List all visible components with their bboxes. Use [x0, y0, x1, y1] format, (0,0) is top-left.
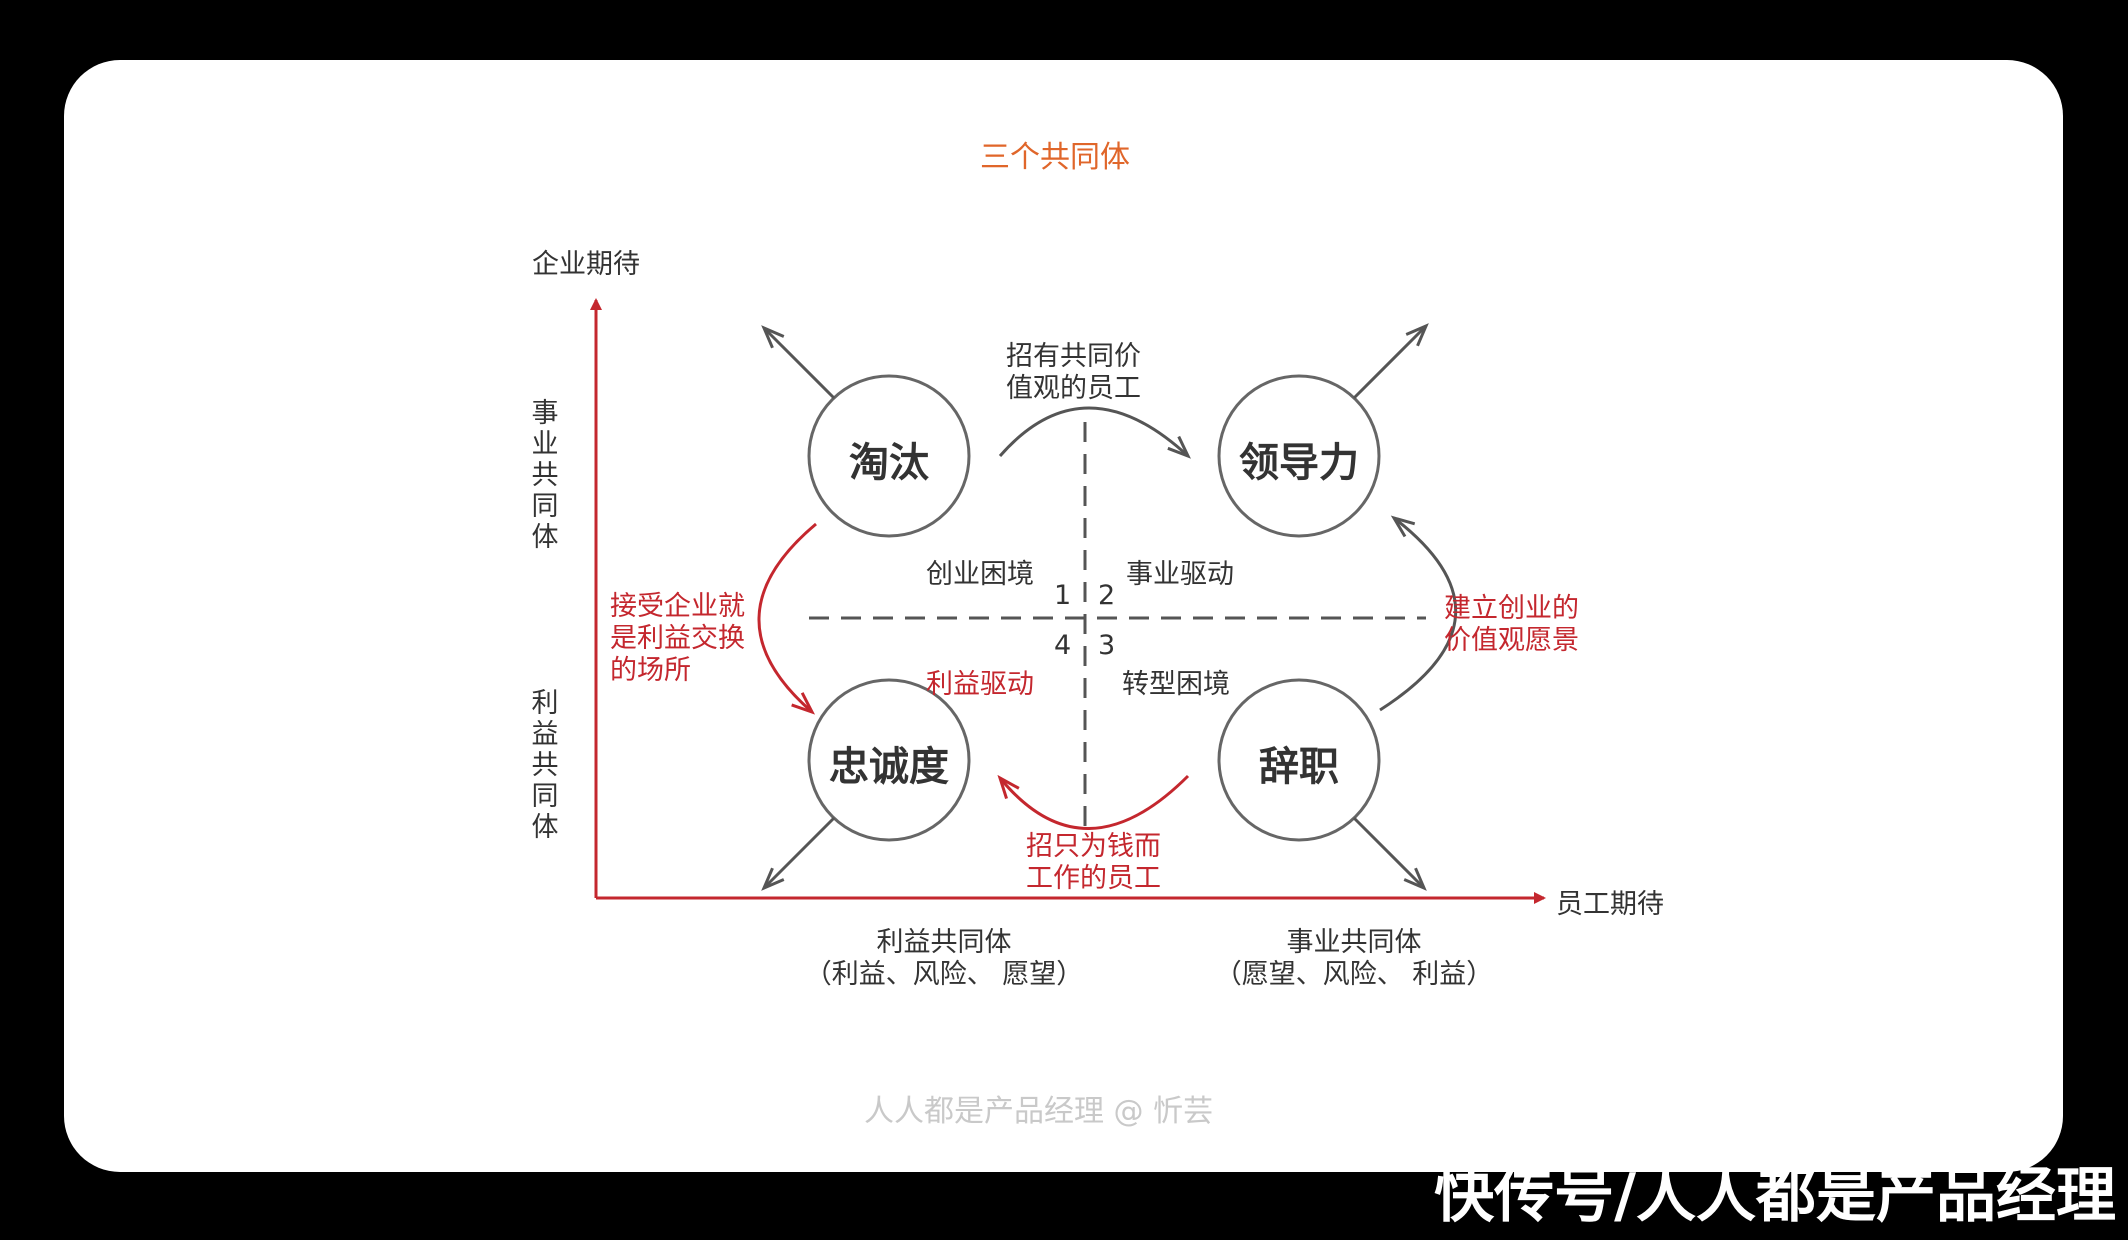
- arrow-out-top-left: [764, 328, 836, 400]
- quadrant-3-label: 转型困境: [1122, 669, 1230, 700]
- bottom-transition-line-1: 招只为钱而: [1026, 831, 1161, 862]
- circle-label-bottom-left: 忠诚度: [829, 744, 949, 790]
- circle-label-top-right: 领导力: [1239, 440, 1359, 486]
- arrow-top-curve: [998, 406, 1188, 456]
- quadrant-number-4: 4: [1054, 630, 1072, 661]
- left-transition-line-3: 的场所: [610, 655, 691, 686]
- arrow-out-top-right: [1352, 326, 1426, 400]
- quadrant-number-3: 3: [1098, 630, 1116, 661]
- watermark-text: 人人都是产品经理 @ 忻芸: [864, 1094, 1214, 1129]
- arrow-out-bottom-right: [1352, 816, 1424, 888]
- circle-label-top-left: 淘汰: [849, 440, 929, 486]
- quadrant-1-label: 创业困境: [926, 559, 1034, 590]
- circle-bottom-left: [807, 678, 971, 842]
- arrow-out-bottom-left: [764, 816, 836, 888]
- y-upper-label: 事业共同体: [531, 398, 559, 553]
- arrow-right-curve: [1379, 518, 1458, 712]
- top-transition-line-1: 招有共同价: [1006, 341, 1141, 372]
- brand-caption: 快传号/人人都是产品经理: [1434, 1161, 2116, 1231]
- quadrant-2-label: 事业驱动: [1126, 559, 1234, 590]
- arrow-bottom-curve: [1000, 776, 1190, 830]
- x-right-subtitle: （愿望、风险、 利益）: [1214, 959, 1494, 990]
- x-axis-label: 员工期待: [1556, 889, 1664, 920]
- diagram-title: 三个共同体: [980, 140, 1130, 175]
- x-left-subtitle: （利益、风险、 愿望）: [804, 959, 1084, 990]
- diagram-card: 三个共同体 企业期待 员工期待 事业共同体 利益共同体 利益共同体 （利益、风险…: [64, 60, 2063, 1172]
- circle-bottom-right: [1217, 678, 1381, 842]
- arrow-left-curve: [757, 522, 817, 712]
- y-lower-label: 利益共同体: [531, 688, 559, 843]
- x-right-title: 事业共同体: [1286, 927, 1422, 958]
- circle-top-right: [1217, 374, 1381, 538]
- right-transition-line-1: 建立创业的: [1444, 593, 1579, 624]
- circle-label-bottom-right: 辞职: [1259, 744, 1339, 790]
- left-transition-line-1: 接受企业就: [610, 591, 745, 622]
- bottom-transition-line-2: 工作的员工: [1026, 863, 1161, 894]
- y-axis-label: 企业期待: [532, 249, 640, 280]
- top-transition-line-2: 值观的员工: [1006, 373, 1141, 404]
- quadrant-4-label: 利益驱动: [926, 669, 1034, 700]
- circle-top-left: [807, 374, 971, 538]
- right-transition-line-2: 价值观愿景: [1444, 625, 1579, 656]
- diagram-graphics: [590, 298, 1546, 904]
- quadrant-number-1: 1: [1054, 580, 1072, 611]
- x-left-title: 利益共同体: [876, 927, 1012, 958]
- left-transition-line-2: 是利益交换: [610, 623, 745, 654]
- quadrant-number-2: 2: [1098, 580, 1116, 611]
